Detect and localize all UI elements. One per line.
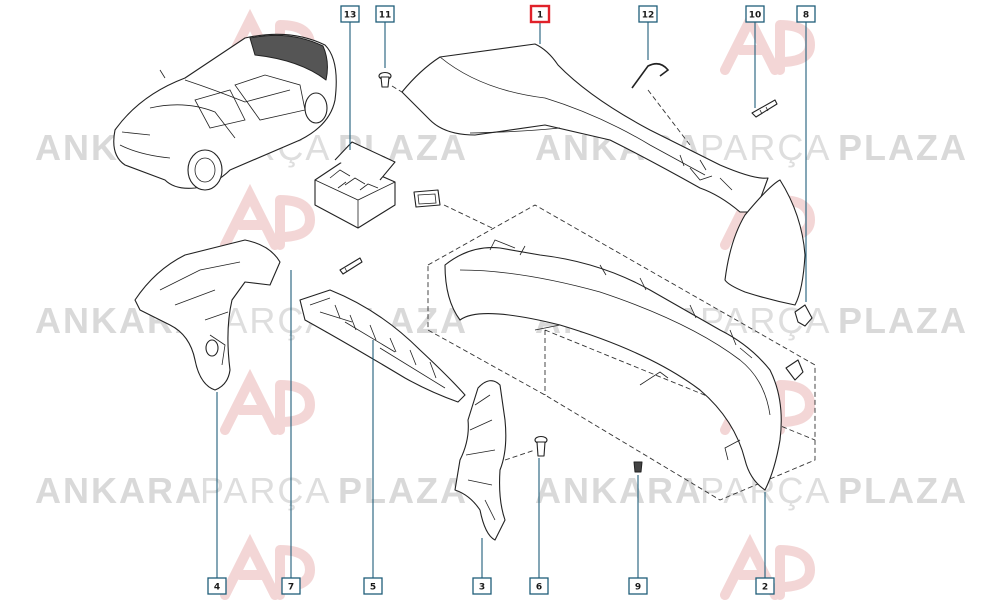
watermark-word-ankara: ANKARA: [35, 470, 203, 511]
part-5-bumper-reinforcement[interactable]: [299, 289, 466, 403]
callout-2[interactable]: 2: [755, 577, 775, 595]
callout-5-label: 5: [370, 583, 376, 593]
part-2-bumper-lower-trim[interactable]: [444, 239, 782, 491]
callout-7-label: 7: [288, 583, 294, 593]
callout-10-label: 10: [749, 11, 762, 21]
callout-leader-lines: [216, 22, 807, 578]
bumper-side-section: [724, 179, 806, 306]
watermark-word-parca: PARÇA: [200, 470, 331, 511]
callout-4-label: 4: [214, 583, 220, 593]
callout-5[interactable]: 5: [363, 577, 383, 595]
callout-1[interactable]: 1: [529, 4, 551, 24]
callout-6[interactable]: 6: [529, 577, 549, 595]
callout-4[interactable]: 4: [207, 577, 227, 595]
callout-9[interactable]: 9: [628, 577, 648, 595]
part-4-side-mounting-bracket[interactable]: [134, 239, 281, 391]
part-13-clip-kit-box[interactable]: [314, 141, 396, 229]
part-9-screw[interactable]: [633, 461, 643, 473]
callout-3[interactable]: 3: [472, 577, 492, 595]
part-11-screw[interactable]: [378, 71, 392, 88]
callout-10[interactable]: 10: [745, 5, 765, 23]
watermark-word-plaza: PLAZA: [838, 300, 968, 341]
gasket-seal: [413, 189, 441, 208]
assembly-guide-line: [391, 85, 416, 101]
part-1-rear-bumper-cover[interactable]: [401, 43, 769, 213]
callout-3-label: 3: [479, 583, 485, 593]
watermark-word-plaza: PLAZA: [838, 470, 968, 511]
watermark-word-ankara: ANKARA: [535, 470, 703, 511]
watermark-word-parca: PARÇA: [700, 127, 831, 168]
callout-13[interactable]: 13: [340, 5, 360, 23]
part-12-wire-clip[interactable]: [631, 62, 670, 89]
callout-8-label: 8: [803, 11, 809, 21]
callout-6-label: 6: [536, 583, 542, 593]
callout-2-label: 2: [762, 583, 768, 593]
callout-11-label: 11: [379, 11, 392, 21]
callout-11[interactable]: 11: [375, 5, 395, 23]
callout-9-label: 9: [635, 583, 641, 593]
callout-7[interactable]: 7: [281, 577, 301, 595]
part-6-bolt[interactable]: [534, 435, 548, 457]
callout-12-label: 12: [642, 11, 655, 21]
bumper-support-rod: [534, 324, 669, 386]
part-10-push-pin[interactable]: [751, 99, 778, 118]
reference-car-illustration: [113, 33, 337, 191]
assembly-guide-line: [647, 89, 691, 146]
part-8-retainer-clip[interactable]: [794, 304, 813, 327]
callout-13-label: 13: [344, 11, 357, 21]
assembly-guide-line: [504, 449, 536, 461]
bumper-end-bracket: [785, 359, 804, 381]
callout-1-label: 1: [537, 11, 543, 21]
watermark-word-plaza: PLAZA: [838, 127, 968, 168]
part-3-corner-bracket[interactable]: [454, 380, 507, 541]
callout-8[interactable]: 8: [796, 5, 816, 23]
part-7-expansion-rivet[interactable]: [339, 257, 363, 275]
watermark-word-plaza: PLAZA: [338, 470, 468, 511]
assembly-guide-line: [443, 204, 493, 229]
callout-12[interactable]: 12: [638, 5, 658, 23]
